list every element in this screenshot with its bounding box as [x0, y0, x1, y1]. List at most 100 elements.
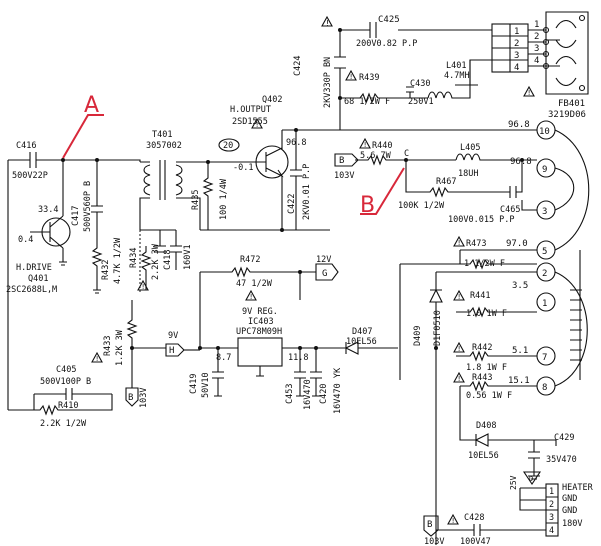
output-resistors: ! R473 1 1/2W F D409 D1F0510 ! R441 1.0 …: [399, 235, 537, 545]
c430-val: 250V1: [408, 97, 434, 107]
r435-ref: R435: [191, 190, 201, 210]
q401-title: H.DRIVE: [16, 263, 52, 273]
r434-val: 2.2K 3W: [151, 243, 161, 280]
d409-val: D1F0510: [433, 310, 443, 346]
conn-pin-4: 4: [514, 63, 519, 73]
warn-c428: !: [451, 517, 455, 525]
r473-val: 1 1/2W F: [464, 259, 505, 269]
q402-vb: -0.1: [233, 163, 253, 173]
r441-val: 1.0 1W F: [466, 309, 507, 319]
heater-pin-3: 3: [549, 513, 554, 523]
r472-val: 47 1/2W: [236, 279, 273, 289]
tag-9v: 9V: [168, 331, 178, 341]
pin-5-label: 5: [542, 247, 547, 257]
pin-9-label: 9: [542, 165, 547, 175]
d407-ref: D407: [352, 327, 372, 337]
fb401-part: 3219D06: [548, 110, 586, 120]
r432-ref: R432: [101, 260, 111, 280]
tag-103v-right: 103V: [334, 171, 354, 181]
c419-val: 50V10: [201, 372, 211, 398]
pin-1: [536, 292, 556, 312]
l405-val: 18UH: [458, 169, 478, 179]
warn-ic403: !: [249, 293, 253, 301]
l405-ref: L405: [460, 143, 480, 153]
q402-title: H.OUTPUT: [230, 105, 271, 115]
tag-103v-left: 103V: [139, 388, 149, 408]
pin-8-label: 8: [542, 383, 547, 393]
callout-a: A: [62, 93, 104, 159]
c453-ref: C453: [285, 384, 295, 404]
r433-ref: R433: [103, 336, 113, 356]
c418-ref: C418: [163, 250, 173, 270]
heater-pin-1: 1: [549, 487, 554, 497]
heater-label: HEATER: [562, 483, 594, 493]
tag-b-left: B: [128, 393, 133, 403]
c405-r410: C405 500V100P B R410 2.2K 1/2W: [8, 365, 113, 429]
c416-val: 500V22P: [12, 171, 48, 181]
tag-b-right: B: [339, 156, 344, 166]
c418-val: 160V1: [183, 244, 193, 270]
r410-ref: R410: [58, 401, 78, 411]
tag-12v: 12V: [316, 255, 331, 265]
c405-ref: C405: [56, 365, 76, 375]
pin-1-label: 1: [542, 299, 547, 309]
t401-part: 3057002: [146, 141, 182, 151]
r467-val: 100K 1/2W: [398, 201, 445, 211]
top-network: 1 2 3 4 1 2 3 4 C425 200V0.82 P.P C424 2…: [293, 11, 589, 130]
d408-val: 10EL56: [468, 451, 499, 461]
heater-pin-4: 4: [549, 526, 554, 536]
r467-ref: R467: [436, 177, 456, 187]
ic403-ref: IC403: [248, 317, 274, 327]
tag-25v: 25V: [509, 475, 518, 490]
ic403-vin: 11.8: [288, 353, 308, 363]
c420-ref: C420: [319, 384, 329, 404]
conn-pin-3: 3: [514, 51, 519, 61]
c424-val: 2KV330P BN: [323, 57, 333, 108]
pin-10-label: 10: [539, 127, 550, 137]
h-output-stage: ! H.OUTPUT Q402 2SD1555 96.8 -0.1 20 R43…: [191, 95, 537, 232]
c428-ref: C428: [464, 513, 484, 523]
conn-pin-1b: 1: [534, 20, 539, 30]
r440-val: 5.6 7W: [360, 151, 392, 161]
pin2-volt: 3.5: [512, 281, 528, 291]
c465-val: 100V0.015 P.P: [448, 215, 515, 225]
c429-val: 35V470: [546, 455, 577, 465]
warn-r473: !: [457, 239, 461, 247]
warn-r439: !: [349, 73, 353, 81]
c405-val: 500V100P B: [40, 377, 91, 387]
regulator-section: 12V G R472 47 1/2W ! 9V REG. IC403 UPC78…: [165, 255, 398, 414]
ic403-title: 9V REG.: [242, 307, 278, 317]
r435-val: 100 1/4W: [219, 178, 229, 220]
gnd-label-1: GND: [562, 494, 577, 504]
conn-pin-4b: 4: [534, 56, 539, 66]
r439-ref: R439: [359, 73, 379, 83]
warn-r441: !: [457, 293, 461, 301]
ic403-body: [237, 337, 283, 367]
conn-pin-2: 2: [514, 39, 519, 49]
q402-vc: 96.8: [286, 138, 306, 148]
c465-ref: C465: [500, 205, 520, 215]
r433-val: 1.2K 3W: [115, 329, 125, 366]
callout-b-label: B: [360, 193, 375, 218]
node-c: C: [404, 149, 409, 159]
warn-r443: !: [457, 375, 461, 383]
tag-h: H: [169, 346, 174, 356]
callout-b: B: [360, 167, 405, 218]
r473-ref: R473: [466, 239, 486, 249]
pin9-volt: 96.8: [510, 157, 532, 167]
q402-ref: Q402: [262, 95, 282, 105]
callout-a-label: A: [84, 93, 99, 118]
d409-ref: D409: [413, 326, 423, 346]
warn-c424: !: [325, 19, 330, 28]
warn-fb401: !: [527, 89, 531, 97]
pin5-volt: 97.0: [506, 239, 528, 249]
t401-ref: T401: [152, 130, 172, 140]
r434-c418: ! R434 2.2K 3W C418 160V1: [129, 229, 193, 291]
l401-val: 4.7MH: [444, 71, 470, 81]
r434-ref: R434: [129, 248, 139, 268]
tag-103v-bottom: 103V: [424, 537, 444, 546]
tag-g: G: [322, 269, 327, 279]
warn-r442: !: [457, 345, 461, 353]
q401-vb: 0.4: [18, 235, 33, 245]
r432-val: 4.7K 1/2W: [113, 237, 123, 284]
